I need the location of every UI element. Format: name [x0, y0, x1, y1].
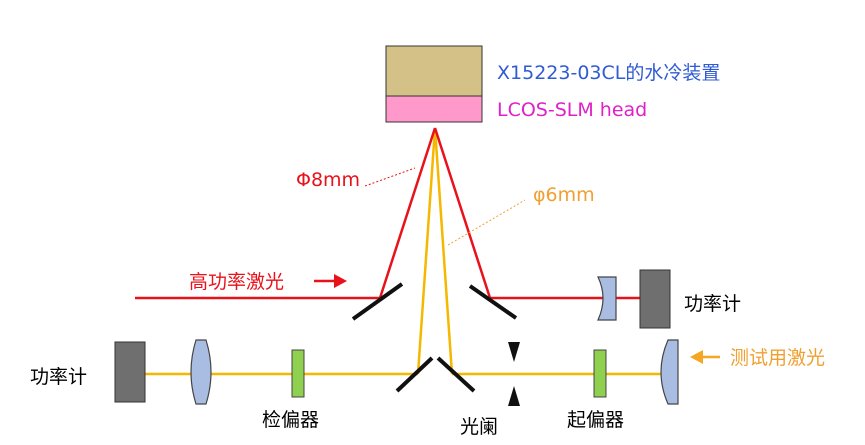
analyzer-element: [291, 349, 305, 398]
mirror-yellow-right: [436, 356, 476, 393]
water-cooling-unit: [385, 45, 483, 97]
analyzer-label: 检偏器: [262, 409, 320, 431]
mirror-yellow-left: [395, 356, 434, 393]
phi6-label: φ6mm: [533, 184, 595, 206]
mirror-red-left: [351, 282, 404, 321]
power-meter-left-box: [114, 341, 146, 403]
high-power-laser-arrow: [314, 274, 347, 288]
polarizer-element: [593, 349, 607, 398]
lens-left: [190, 339, 212, 405]
test-laser-label: 测试用激光: [730, 347, 826, 369]
phi8-leader-line: [364, 167, 416, 187]
lcos-slm-head: [385, 95, 483, 123]
lens-right-top: [597, 276, 617, 321]
mirrors: [351, 282, 518, 393]
test-laser-beam: [145, 127, 665, 376]
power-meter-left-label: 功率计: [30, 366, 88, 388]
polarizer-label: 起偏器: [567, 409, 625, 431]
aperture-label: 光阑: [460, 416, 499, 438]
high-power-laser-beam: [135, 127, 640, 300]
slm-head-label: LCOS-SLM head: [497, 99, 648, 121]
aperture-iris: [508, 342, 520, 406]
phi8-label: Φ8mm: [296, 169, 361, 191]
lens-right-bottom: [660, 339, 679, 405]
high-power-laser-label: 高功率激光: [189, 271, 285, 293]
power-meter-right-label: 功率计: [684, 293, 742, 315]
mirror-red-right: [468, 284, 518, 320]
power-meter-right-box: [639, 269, 671, 329]
cooling-unit-label: X15223-03CL的水冷装置: [497, 62, 721, 84]
phi6-leader-line: [447, 199, 526, 246]
test-laser-arrow: [690, 350, 720, 364]
